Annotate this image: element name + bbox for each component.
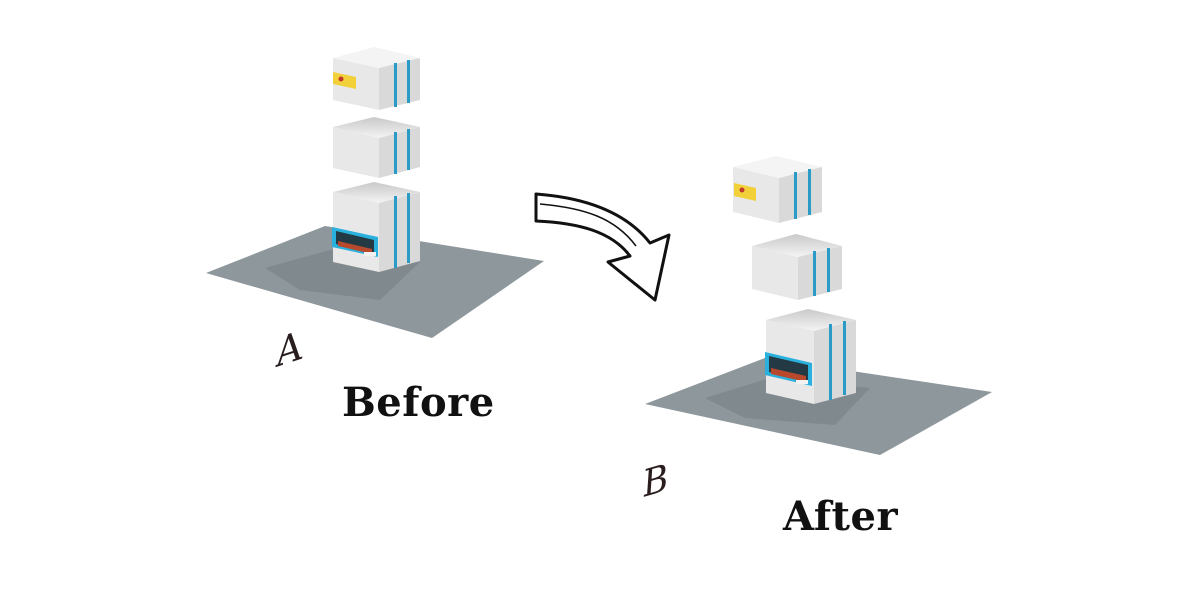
after-block-middle <box>752 234 842 300</box>
label-emblem <box>338 76 344 82</box>
before-block-middle <box>333 117 420 178</box>
block-side <box>798 246 842 300</box>
mat-label-b: B <box>641 454 670 507</box>
block-stripe <box>827 248 830 292</box>
caption-after: After <box>783 493 899 540</box>
yellow-label <box>333 72 356 89</box>
block-stripe <box>808 169 811 215</box>
block-stripe <box>394 196 397 268</box>
window-tray <box>338 241 372 254</box>
block-front <box>752 246 798 300</box>
block-stripe <box>843 321 846 395</box>
after-block-bottom <box>765 309 856 404</box>
block-stripe <box>407 193 410 263</box>
caption-before: Before <box>342 379 495 426</box>
block-top <box>733 156 822 178</box>
before-block-top <box>333 47 420 110</box>
before-block-bottom <box>332 182 420 272</box>
block-stripe <box>794 172 797 219</box>
curved-arrow-right-down-icon <box>534 192 671 302</box>
block-side <box>814 320 856 404</box>
window-tab <box>796 380 808 384</box>
block-stripe <box>813 251 816 296</box>
label-emblem <box>739 187 745 193</box>
block-top <box>333 47 420 68</box>
block-top <box>752 234 842 257</box>
yellow-label <box>734 183 756 201</box>
block-stripe <box>407 129 410 170</box>
window-tray <box>771 368 806 382</box>
block-stripe <box>829 324 832 400</box>
before-scene: A <box>206 47 544 378</box>
block-top <box>766 309 856 331</box>
block-stripe <box>407 60 410 103</box>
window-tab <box>364 252 376 256</box>
after-block-top <box>733 156 822 223</box>
block-top <box>333 182 420 203</box>
block-top <box>333 117 420 138</box>
block-side <box>379 192 420 272</box>
block-side <box>779 167 822 223</box>
after-scene: B <box>641 156 992 507</box>
mat-label-a: A <box>274 322 303 377</box>
block-stripe <box>394 63 397 107</box>
block-stripe <box>394 132 397 174</box>
block-front <box>333 127 379 178</box>
